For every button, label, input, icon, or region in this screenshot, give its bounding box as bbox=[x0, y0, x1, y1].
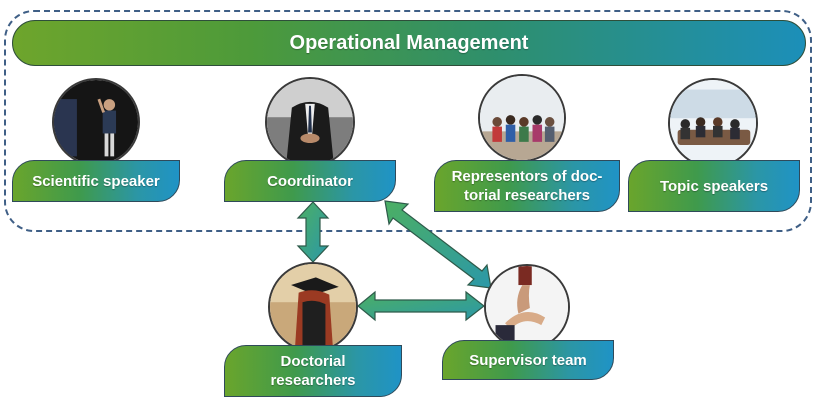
doctorial-researchers-photo bbox=[268, 262, 358, 352]
supervisor-team-photo bbox=[484, 264, 570, 350]
operational-management-group bbox=[4, 10, 812, 232]
representors-photo bbox=[478, 74, 566, 162]
scientific-speaker-photo bbox=[52, 78, 140, 166]
coordinator-photo bbox=[265, 77, 355, 167]
topic-speakers-label: Topic speakers bbox=[628, 160, 800, 212]
arrow-doctorial-supervisor bbox=[357, 290, 485, 322]
doctorial-researchers-label: Doctorial researchers bbox=[224, 345, 402, 397]
operational-management-banner: Operational Management bbox=[12, 20, 806, 66]
coordinator-label: Coordinator bbox=[224, 160, 396, 202]
arrow-coordinator-doctorial bbox=[296, 201, 330, 263]
topic-speakers-photo bbox=[668, 78, 758, 168]
representors-label: Representors of doc- torial researchers bbox=[434, 160, 620, 212]
supervisor-team-label: Supervisor team bbox=[442, 340, 614, 380]
scientific-speaker-label: Scientific speaker bbox=[12, 160, 180, 202]
arrow-coordinator-supervisor bbox=[384, 200, 492, 289]
